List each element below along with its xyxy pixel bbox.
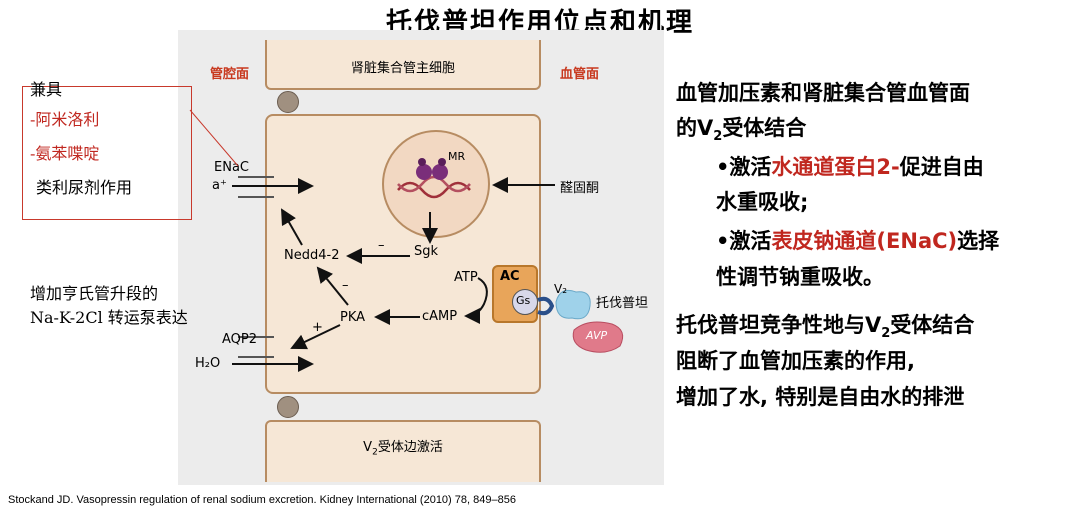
v2-receptor (537, 296, 555, 316)
side-note-line-3: -氨苯喋啶 (30, 144, 100, 163)
aqp2-label: AQP2 (222, 332, 258, 347)
atp-label: ATP (454, 270, 478, 285)
pka-label: PKA (340, 310, 366, 325)
lumen-label: 管腔面 (210, 67, 250, 82)
right-p1-line1: 血管加压素和肾脏集合管血管面 (676, 81, 970, 105)
dna-strand-1 (397, 181, 471, 199)
inhibit-sign-2: – (342, 278, 349, 293)
atp-to-camp-arrow (464, 277, 488, 324)
right-p2-line3: 增加了水, 特别是自由水的排泄 (676, 385, 965, 409)
gs-label: Gs (516, 294, 531, 307)
pka-to-nedd-arrow (316, 266, 349, 306)
aqp2-channel-top (238, 336, 274, 338)
bottom-cell-band (265, 420, 541, 482)
side-note-line-1: 兼具 (30, 80, 63, 99)
side-note-line-2: -阿米洛利 (30, 110, 100, 129)
enac-channel-top (238, 176, 274, 178)
tolvaptan-molecule (555, 289, 591, 320)
left-note-line-2: Na-K-2Cl 转运泵表达 (30, 308, 188, 327)
water-label: H₂O (195, 356, 221, 371)
avp-molecule (572, 321, 624, 353)
enac-channel-bottom (238, 196, 274, 198)
ac-label: AC (500, 269, 520, 284)
right-p2-line2: 阻断了血管加压素的作用, (676, 349, 915, 373)
blood-side-label: 血管面 (560, 67, 600, 82)
mr-label: MR (448, 150, 466, 163)
top-cell-label: 肾脏集合管主细胞 (350, 61, 455, 76)
sgk-label: Sgk (414, 244, 439, 259)
nedd-to-enac-arrow (281, 208, 303, 246)
aldosterone-label: 醛固酮 (560, 181, 600, 196)
side-note-pointer (189, 109, 239, 167)
camp-label: cAMP (422, 309, 458, 324)
nucleus (382, 130, 490, 238)
activate-sign: + (312, 320, 323, 335)
principal-cell (265, 114, 541, 394)
sodium-ion-label: a⁺ (212, 178, 227, 193)
right-p1-line2: 的V2受体结合 (676, 116, 807, 145)
mr-molecule-2 (432, 164, 448, 180)
side-note-box (22, 86, 192, 220)
tight-junction-top (277, 91, 299, 113)
left-note-line-1: 增加亨氏管升段的 (30, 284, 159, 303)
pka-to-aqp2-arrow (290, 324, 341, 350)
gs-protein (512, 289, 538, 315)
inhibit-sign-1: – (378, 238, 385, 253)
right-p2-line1: 托伐普坦竞争性地与V2受体结合 (676, 313, 975, 342)
mr-molecule-1 (416, 164, 432, 180)
tolvaptan-label: 托伐普坦 (596, 296, 649, 311)
nedd-label: Nedd4-2 (284, 248, 340, 263)
aqp2-channel-bottom (238, 356, 274, 358)
v2-label: V₂ (554, 282, 568, 296)
right-bullet-1: •激活水通道蛋白2-促进自由 (716, 155, 984, 179)
enac-label: ENaC (214, 160, 249, 175)
citation: Stockand JD. Vasopressin regulation of r… (8, 494, 516, 506)
right-bullet-1-line2: 水重吸收; (716, 190, 809, 214)
right-bullet-2-line2: 性调节钠重吸收。 (716, 265, 884, 289)
bottom-cell-label: V2受体边激活 (363, 440, 443, 458)
tight-junction-bottom (277, 396, 299, 418)
right-bullet-2: •激活表皮钠通道(ENaC)选择 (716, 229, 1000, 253)
avp-label: AVP (586, 329, 608, 342)
top-cell-band (265, 40, 541, 90)
side-note-line-4: 类利尿剂作用 (36, 178, 133, 197)
